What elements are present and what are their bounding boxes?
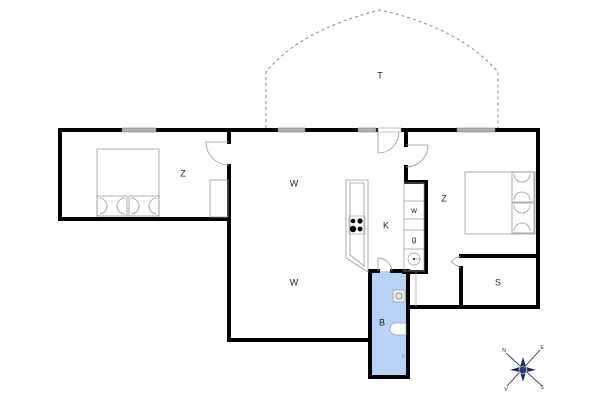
- stove-icon: [349, 218, 363, 233]
- room-label-living-south: W: [290, 277, 299, 287]
- drain-icon: [413, 258, 415, 260]
- doors: [205, 131, 462, 272]
- room-label-bathroom: B: [379, 317, 385, 327]
- stove-outline: [348, 215, 366, 235]
- svg-text:V: V: [504, 387, 508, 393]
- appliance-label-dryer: g: [412, 235, 416, 244]
- toilet-icon: [389, 322, 407, 336]
- sink-icon: ◊: [402, 354, 405, 360]
- windows: [121, 127, 496, 133]
- svg-text:S: S: [540, 385, 544, 391]
- kitchen-counter: [345, 179, 369, 273]
- room-label-kitchen: K: [383, 220, 389, 230]
- room-label-storage: S: [495, 277, 501, 287]
- room-label-bedroom-west: Z: [180, 168, 186, 178]
- compass-icon: N E V S: [502, 345, 544, 393]
- bathroom-fixtures: ◊: [389, 289, 407, 360]
- utility-column: [403, 182, 425, 307]
- bed-west: [96, 148, 160, 217]
- svg-text:N: N: [502, 348, 506, 354]
- wardrobe-west: [209, 179, 229, 218]
- appliance-label-washer: w: [410, 206, 417, 215]
- room-label-terrace: T: [377, 70, 383, 80]
- shower-icon: [392, 289, 406, 303]
- entry-door[interactable]: [377, 127, 402, 133]
- walls: [58, 128, 540, 379]
- room-label-living-north: W: [290, 178, 299, 188]
- room-label-bedroom-east: Z: [441, 193, 447, 203]
- bed-east: [464, 171, 536, 235]
- terrace-outline: [265, 9, 499, 128]
- svg-text:E: E: [540, 345, 544, 351]
